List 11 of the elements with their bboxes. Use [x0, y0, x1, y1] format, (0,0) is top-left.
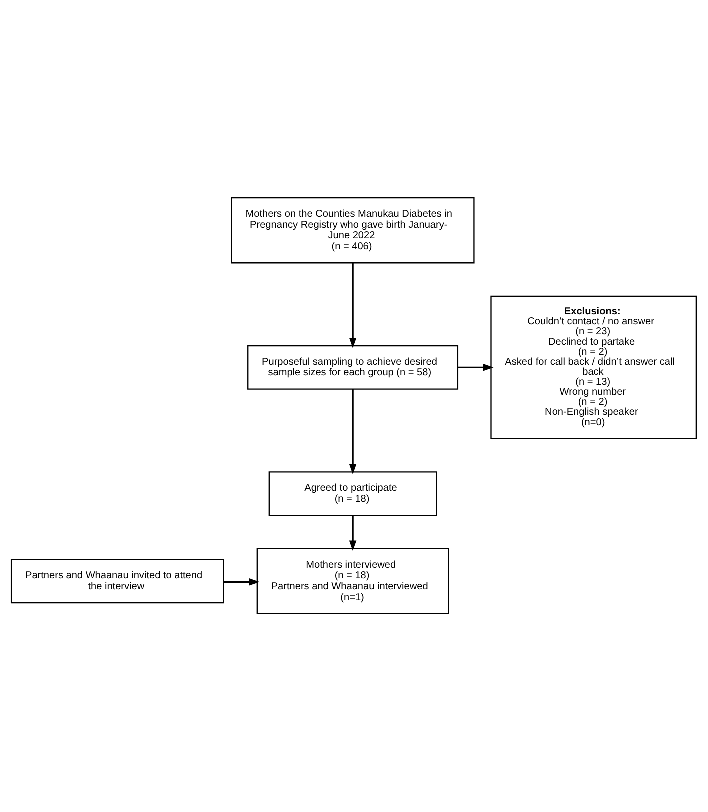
- node-box: Mothers on the Counties Manukau Diabetes in Pregnancy Registry who gave birth January-June 2022 (n = 406): [231, 198, 475, 264]
- arrow: [349, 389, 357, 475]
- node-box: Purposeful sampling to achieve desired sample sizes for each group (n = 58): [248, 345, 459, 390]
- node-box: Partners and Whaanau invited to attend the interview: [10, 559, 224, 604]
- arrow: [224, 578, 260, 586]
- node-box: Mothers interviewed (n = 18) Partners and Whaanau interviewed (n=1): [256, 548, 450, 614]
- node-box: Exclusions: Couldn’t contact / no answer (n = 23) Declined to partake (n = 2) Asked for call back / didn’t answer call back (n = 13) Wrong number (n = 2) Non-English speaker (n=0): [490, 296, 698, 440]
- arrow: [349, 516, 357, 552]
- arrow: [458, 364, 494, 372]
- arrow: [349, 263, 357, 348]
- node-box: Agreed to participate (n = 18): [268, 472, 438, 516]
